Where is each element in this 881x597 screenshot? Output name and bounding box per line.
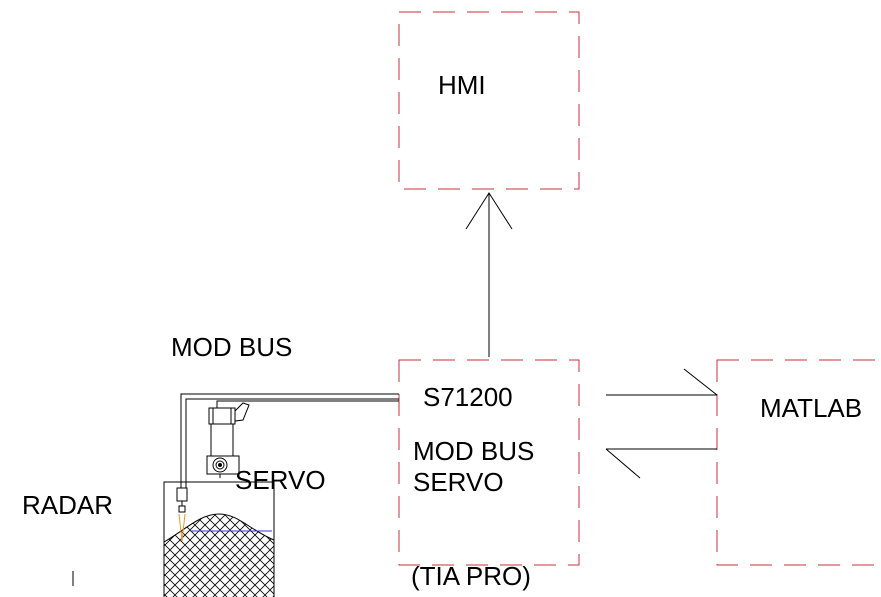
hmi-box: HMI <box>398 11 580 190</box>
matlab-to-plc-arrow <box>605 448 717 479</box>
plc-model-label: S71200 <box>423 382 513 412</box>
plc-box: S71200 MOD BUS SERVO <box>398 359 580 566</box>
plc-to-hmi-arrow <box>465 192 513 357</box>
plc-software-label: (TIA PRO) <box>411 561 531 591</box>
matlab-box: MATLAB <box>716 359 881 566</box>
servo-label: SERVO <box>235 465 326 495</box>
modbus-cable <box>180 393 399 488</box>
servo-motor-icon <box>206 402 250 478</box>
plc-protocol-label: MOD BUS <box>413 436 534 466</box>
tank-icon <box>163 481 275 597</box>
radar-sensor-icon <box>176 487 188 542</box>
matlab-label: MATLAB <box>760 393 862 423</box>
radar-label: RADAR <box>22 490 113 520</box>
plc-servo-label: SERVO <box>413 467 504 497</box>
bus-label: MOD BUS <box>171 332 292 362</box>
plc-to-matlab-arrow <box>606 368 718 396</box>
hmi-label: HMI <box>438 70 486 100</box>
